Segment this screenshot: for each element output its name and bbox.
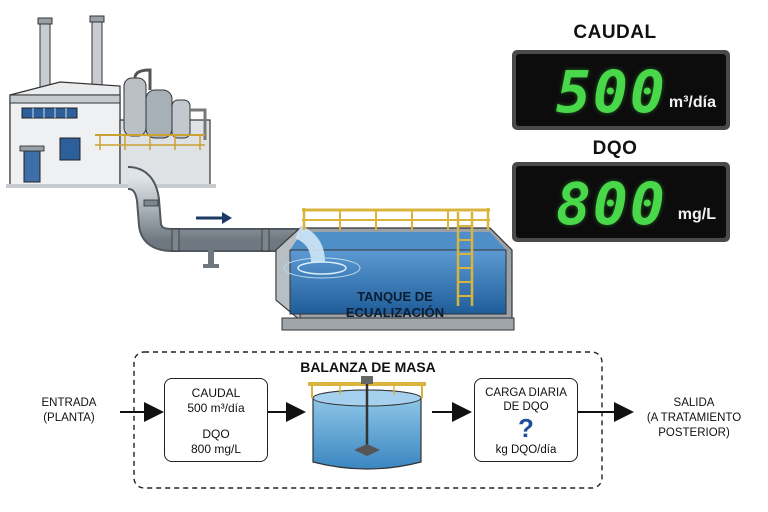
dqo-display-screen: 800 mg/L [516,166,726,238]
mixing-tank-icon [308,376,426,470]
mass-balance-title: BALANZA DE MASA [268,359,468,375]
load-unit: kg DQO/día [495,444,557,456]
flow-value: 500 [556,58,667,126]
output-label-line3: POSTERIOR) [658,427,730,439]
dqo-value-text: 800 mg/L [190,442,242,456]
dqo-unit: mg/L [677,206,716,223]
tank-label: TANQUE DE ECUALIZACIÓN [320,289,470,321]
input-label: ENTRADA (PLANTA) [24,396,114,426]
equalization-tank [275,208,515,331]
flow-unit: m³/día [668,94,716,111]
flow-display: 500 m³/día [512,50,730,130]
daily-load-box: CARGA DIARIA DE DQO ? kg DQO/día [474,378,578,462]
dqo-panel-title: DQO [592,138,638,159]
dqo-display: 800 mg/L [512,162,730,242]
flow-panel-title: CAUDAL [573,22,657,43]
load-label-line2: DE DQO [503,401,549,413]
dqo-label: DQO [202,427,230,441]
load-label-line1: CARGA DIARIA [485,387,567,399]
output-label-line1: SALIDA [673,397,715,409]
dqo-value: 800 [556,170,667,238]
tank-label-line2: ECUALIZACIÓN [345,305,445,320]
caudal-value: 500 m³/día [187,401,245,415]
input-label-line2: (PLANTA) [43,412,95,424]
input-data-box: CAUDAL 500 m³/día DQO 800 mg/L [164,378,268,462]
flow-direction-arrow [196,212,232,224]
discharge-pipe [127,166,300,268]
tank-label-line1: TANQUE DE [357,289,433,304]
flow-display-screen: 500 m³/día [516,54,726,126]
input-label-line1: ENTRADA [41,397,97,409]
unknown-value-mark: ? [518,413,534,443]
factory-illustration [6,15,216,188]
mass-balance-frame [133,351,603,489]
output-label-line2: (A TRATAMIENTO [646,412,742,424]
caudal-label: CAUDAL [191,386,241,400]
output-label: SALIDA (A TRATAMIENTO POSTERIOR) [634,396,754,441]
